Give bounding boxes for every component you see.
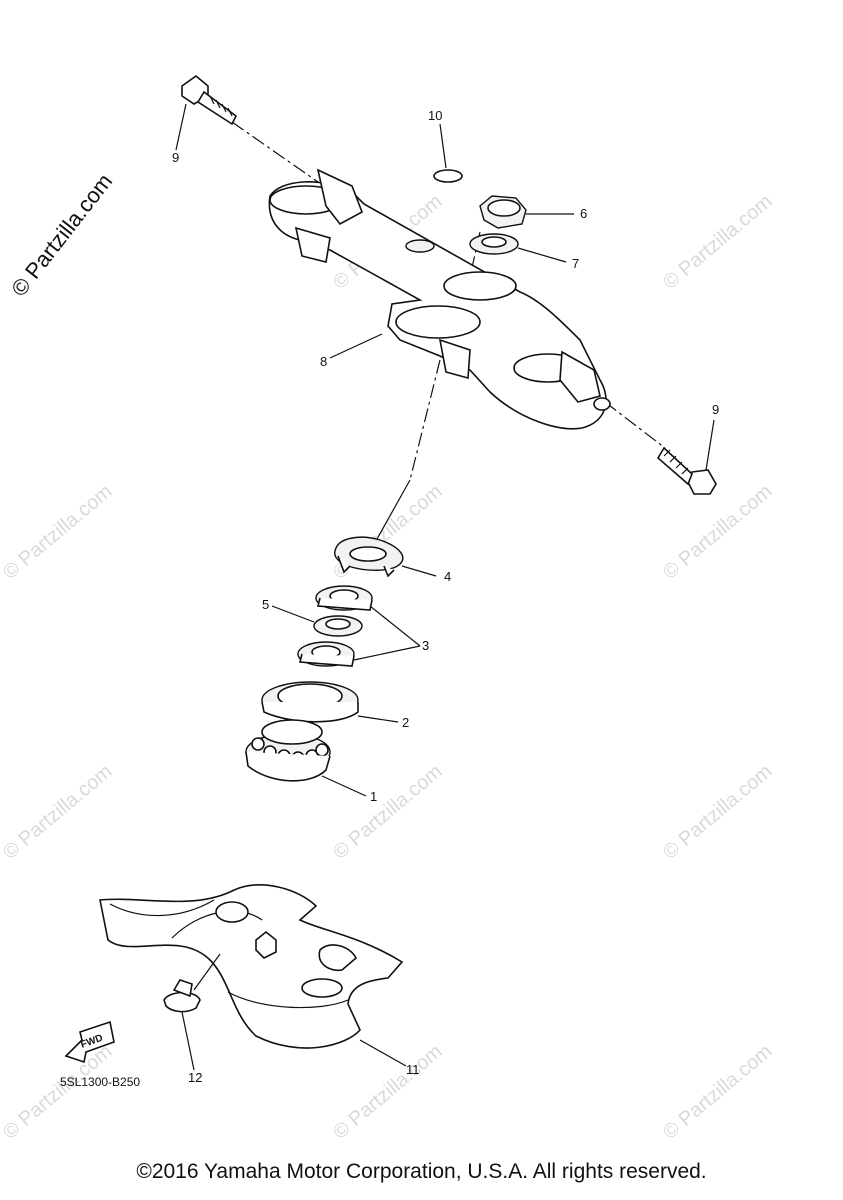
watermark: © Partzilla.com — [659, 190, 776, 293]
partzilla-watermark: © Partzilla.com — [6, 169, 117, 301]
watermark: © Partzilla.com — [659, 1040, 776, 1143]
part-12-screw — [163, 979, 201, 1013]
watermark: © Partzilla.com — [0, 760, 116, 863]
callout-leaders — [175, 103, 715, 1071]
bolt-9-lower — [656, 446, 717, 495]
callout-3: 3 — [422, 638, 429, 653]
part-3-ringnut-lower — [297, 641, 355, 667]
callout-11: 11 — [406, 1062, 420, 1077]
part-8-upper-bracket — [268, 168, 611, 430]
callout-9: 9 — [712, 402, 719, 417]
callout-7: 7 — [572, 256, 579, 271]
callout-6: 6 — [580, 206, 587, 221]
callout-numbers: 9 10 6 7 8 9 4 5 3 2 1 11 12 — [172, 108, 719, 1085]
watermark: © Partzilla.com — [329, 760, 446, 863]
callout-9: 9 — [172, 150, 179, 165]
part-10-oring — [433, 169, 463, 183]
copyright-notice: ©2016 Yamaha Motor Corporation, U.S.A. A… — [136, 1160, 707, 1183]
callout-12: 12 — [188, 1070, 202, 1085]
part-6-nut — [479, 195, 527, 229]
callout-4: 4 — [444, 569, 451, 584]
part-4-lockwasher — [334, 536, 404, 578]
watermark-grid: © Partzilla.com © Partzilla.com © Partzi… — [0, 190, 776, 1143]
part-11-cover — [99, 884, 404, 1049]
watermark: © Partzilla.com — [659, 480, 776, 583]
watermark: © Partzilla.com — [0, 480, 116, 583]
part-1-bearing — [245, 719, 331, 782]
watermark: © Partzilla.com — [0, 1040, 116, 1143]
fwd-arrow: FWD — [64, 1020, 115, 1064]
callout-5: 5 — [262, 597, 269, 612]
part-2-bearing-cover — [261, 681, 359, 723]
callout-1: 1 — [370, 789, 377, 804]
bolt-9-upper — [181, 74, 238, 126]
callout-10: 10 — [428, 108, 442, 123]
part-3-ringnut-upper — [315, 585, 373, 611]
part-7-washer — [469, 233, 519, 255]
diagram-code: 5SL1300-B250 — [60, 1075, 140, 1089]
watermark: © Partzilla.com — [659, 760, 776, 863]
callout-2: 2 — [402, 715, 409, 730]
part-5-washer — [313, 615, 363, 637]
callout-8: 8 — [320, 354, 327, 369]
